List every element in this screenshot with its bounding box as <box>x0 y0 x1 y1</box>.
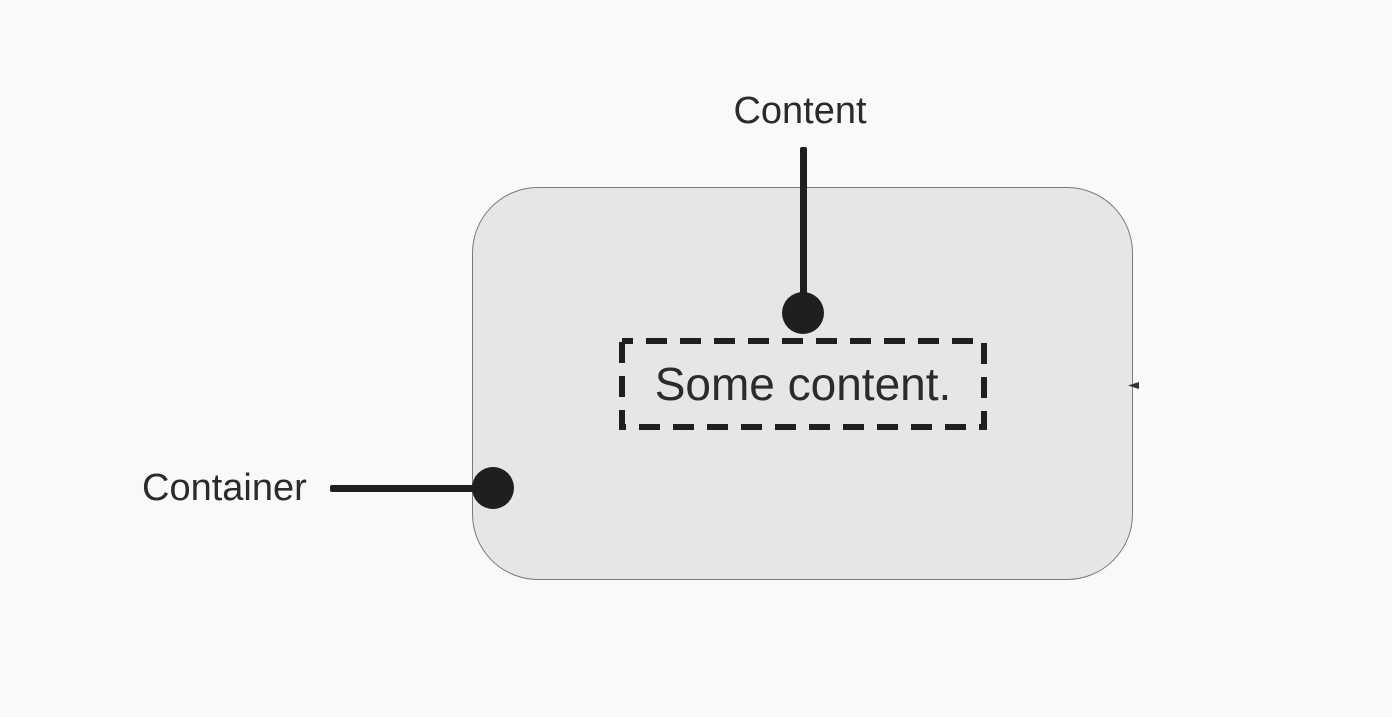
container-callout-dot <box>472 467 514 509</box>
content-callout-dot <box>782 292 824 334</box>
content-dashed-border <box>619 338 987 430</box>
content-callout-line <box>800 147 807 313</box>
container-label: Container <box>142 467 307 509</box>
right-edge-midpoint-tick <box>1128 382 1139 389</box>
content-label: Content <box>733 90 867 132</box>
container-callout-line <box>330 485 494 492</box>
content-text: Some content. <box>654 358 952 410</box>
